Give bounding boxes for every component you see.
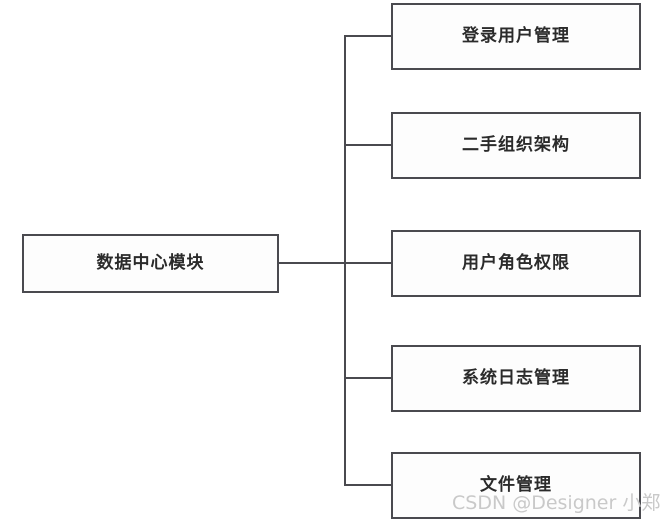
connector-branch-2 bbox=[344, 144, 391, 146]
node-root-data-center-module[interactable]: 数据中心模块 bbox=[22, 234, 279, 293]
node-child-user-role-permission[interactable]: 用户角色权限 bbox=[391, 230, 641, 297]
connector-root-stem bbox=[279, 262, 346, 264]
connector-branch-5 bbox=[344, 484, 391, 486]
node-child-2-label: 二手组织架构 bbox=[462, 135, 570, 156]
connector-vertical-trunk bbox=[344, 35, 346, 486]
node-child-file-management[interactable]: 文件管理 bbox=[391, 452, 641, 519]
connector-branch-4 bbox=[344, 377, 391, 379]
node-child-secondhand-organization-structure[interactable]: 二手组织架构 bbox=[391, 112, 641, 179]
node-child-5-label: 文件管理 bbox=[480, 475, 552, 496]
connector-branch-3 bbox=[344, 262, 391, 264]
node-child-4-label: 系统日志管理 bbox=[462, 368, 570, 389]
node-child-system-log-management[interactable]: 系统日志管理 bbox=[391, 345, 641, 412]
connector-branch-1 bbox=[344, 35, 391, 37]
node-child-login-user-management[interactable]: 登录用户管理 bbox=[391, 3, 641, 70]
node-root-label: 数据中心模块 bbox=[96, 253, 205, 274]
node-child-3-label: 用户角色权限 bbox=[462, 253, 570, 274]
node-child-1-label: 登录用户管理 bbox=[462, 26, 570, 47]
